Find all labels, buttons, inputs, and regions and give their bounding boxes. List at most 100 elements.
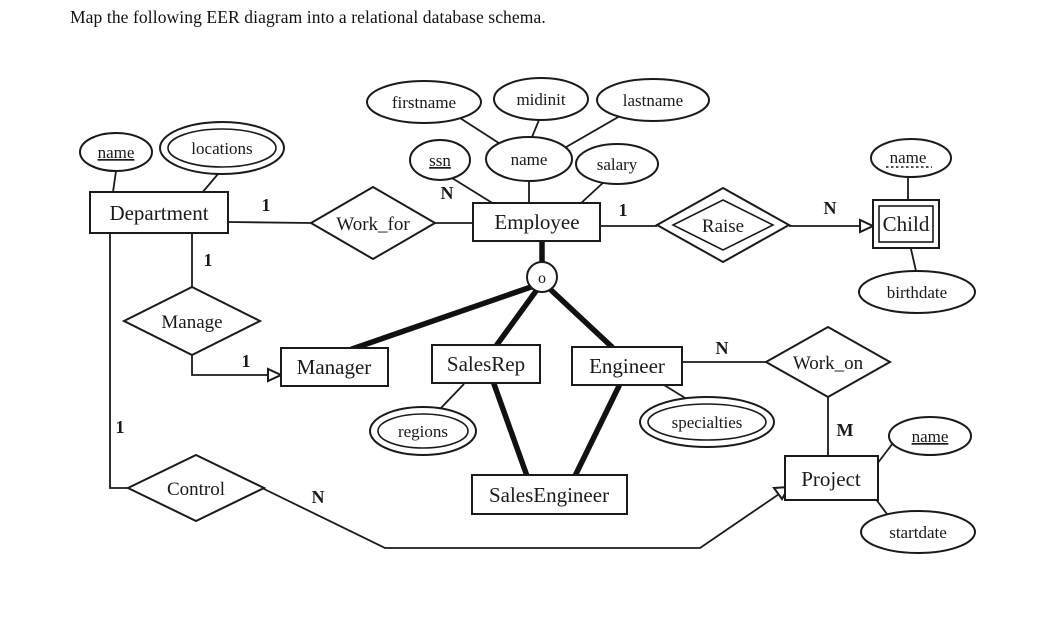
edge-salesrep-salesengineer — [491, 381, 530, 479]
entity-rect — [784, 455, 879, 501]
attribute-ellipse — [858, 270, 976, 314]
attribute-emp-salary[interactable]: salary — [575, 143, 659, 185]
attribute-emp-ssn[interactable]: ssn — [409, 139, 471, 181]
cardinality-eng-workon: N — [716, 338, 729, 358]
page-title: Map the following EER diagram into a rel… — [70, 7, 546, 27]
attribute-ellipse — [409, 139, 471, 181]
attribute-label: specialties — [672, 413, 743, 432]
attribute-dept-name[interactable]: name — [79, 132, 153, 172]
attribute-ellipse — [366, 80, 482, 124]
entity-label: Manager — [297, 355, 372, 379]
relationship-label: Work_for — [336, 214, 410, 235]
attribute-label: lastname — [623, 91, 683, 110]
attribute-ellipse-inner — [647, 403, 767, 441]
relationship-raise[interactable]: Raise — [654, 186, 792, 264]
attribute-salesrep-regions[interactable]: regions — [369, 406, 477, 456]
arrowhead-raise-child — [859, 218, 876, 234]
edge-empname-lastname — [560, 115, 621, 151]
attribute-ellipse-outer — [639, 396, 775, 448]
attribute-ellipse-outer — [369, 406, 477, 456]
entity-salesengineer[interactable]: SalesEngineer — [471, 474, 628, 515]
cardinality-emp-raise: 1 — [619, 200, 628, 220]
entity-employee[interactable]: Employee — [472, 202, 601, 242]
relationship-manage[interactable]: Manage — [121, 285, 263, 357]
entity-project[interactable]: Project — [784, 455, 879, 501]
entity-label: SalesRep — [447, 352, 525, 376]
attribute-label: birthdate — [887, 283, 947, 302]
entity-label: SalesEngineer — [489, 483, 609, 507]
entity-label: Department — [109, 201, 208, 225]
edge-emp-salary — [579, 180, 606, 205]
attribute-ellipse — [79, 132, 153, 172]
attribute-project-name[interactable]: name — [888, 416, 972, 456]
attribute-ellipse — [596, 78, 710, 122]
attribute-emp-lastname[interactable]: lastname — [596, 78, 710, 122]
attribute-label: name — [912, 427, 949, 446]
attribute-dept-locations[interactable]: locations — [159, 121, 285, 175]
edge-project-name — [876, 442, 894, 465]
relationship-diamond — [121, 285, 263, 357]
cardinality-child-raise: N — [824, 198, 837, 218]
edge-emp-ssn — [451, 177, 495, 205]
cardinality-manager-manage: 1 — [242, 351, 251, 371]
relationship-label: Raise — [702, 216, 744, 237]
relationship-work-for[interactable]: Work_for — [309, 185, 437, 261]
entity-label: Child — [883, 212, 930, 236]
edge-empname-firstname — [459, 117, 506, 148]
relationship-diamond — [125, 453, 267, 523]
attribute-emp-midinit[interactable]: midinit — [493, 77, 589, 121]
edge-spec-manager — [349, 284, 534, 352]
attribute-ellipse — [485, 136, 573, 182]
edge-dept-workfor — [227, 221, 312, 224]
connector-lines — [109, 115, 917, 549]
attribute-ellipse-inner — [377, 413, 469, 449]
relationship-diamond-outer — [654, 186, 792, 264]
edge-control-project — [261, 487, 783, 549]
edge-spec-salesrep — [493, 288, 539, 349]
attribute-label: firstname — [392, 93, 456, 112]
attribute-child-name[interactable]: name — [870, 138, 952, 178]
entity-rect — [471, 474, 628, 515]
entity-manager[interactable]: Manager — [280, 347, 389, 387]
relationship-work-on[interactable]: Work_on — [763, 325, 893, 399]
entity-rect-inner — [878, 205, 934, 243]
edge-spec-engineer — [548, 287, 615, 350]
attribute-emp-firstname[interactable]: firstname — [366, 80, 482, 124]
attribute-project-startdate[interactable]: startdate — [860, 510, 976, 554]
attribute-label: name — [511, 150, 548, 169]
attribute-label: midinit — [516, 90, 565, 109]
cardinality-labels: 1 N 1 N 1 1 1 N N M — [116, 183, 854, 507]
entity-label: Employee — [494, 210, 579, 234]
attribute-ellipse — [888, 416, 972, 456]
attribute-ellipse-inner — [167, 128, 277, 168]
attribute-emp-name[interactable]: name — [485, 136, 573, 182]
entity-rect — [571, 346, 683, 386]
relationship-diamond — [309, 185, 437, 261]
relationship-label: Work_on — [793, 353, 864, 374]
entity-salesrep[interactable]: SalesRep — [431, 344, 541, 384]
attribute-ellipse — [493, 77, 589, 121]
cardinality-project-control: N — [312, 487, 325, 507]
edge-empname-midinit — [531, 119, 540, 138]
entity-rect — [472, 202, 601, 242]
specialization-circle[interactable]: o — [526, 261, 558, 293]
relationship-diamond-inner — [671, 199, 775, 251]
attribute-ellipse — [860, 510, 976, 554]
specialization-circle-shape — [526, 261, 558, 293]
entity-rect — [431, 344, 541, 384]
entity-label: Engineer — [589, 354, 665, 378]
edge-child-birthdate — [910, 248, 917, 272]
edge-salesrep-regions — [439, 383, 465, 410]
entity-child[interactable]: Child — [872, 199, 940, 249]
entity-rect — [89, 191, 229, 234]
relationship-label: Control — [167, 479, 225, 500]
attribute-engineer-specialties[interactable]: specialties — [639, 396, 775, 448]
cardinality-dept-control: 1 — [116, 417, 125, 437]
relationship-control[interactable]: Control — [125, 453, 267, 523]
relationship-diamond — [763, 325, 893, 399]
entity-department[interactable]: Department — [89, 191, 229, 234]
attribute-child-birthdate[interactable]: birthdate — [858, 270, 976, 314]
entity-engineer[interactable]: Engineer — [571, 346, 683, 386]
